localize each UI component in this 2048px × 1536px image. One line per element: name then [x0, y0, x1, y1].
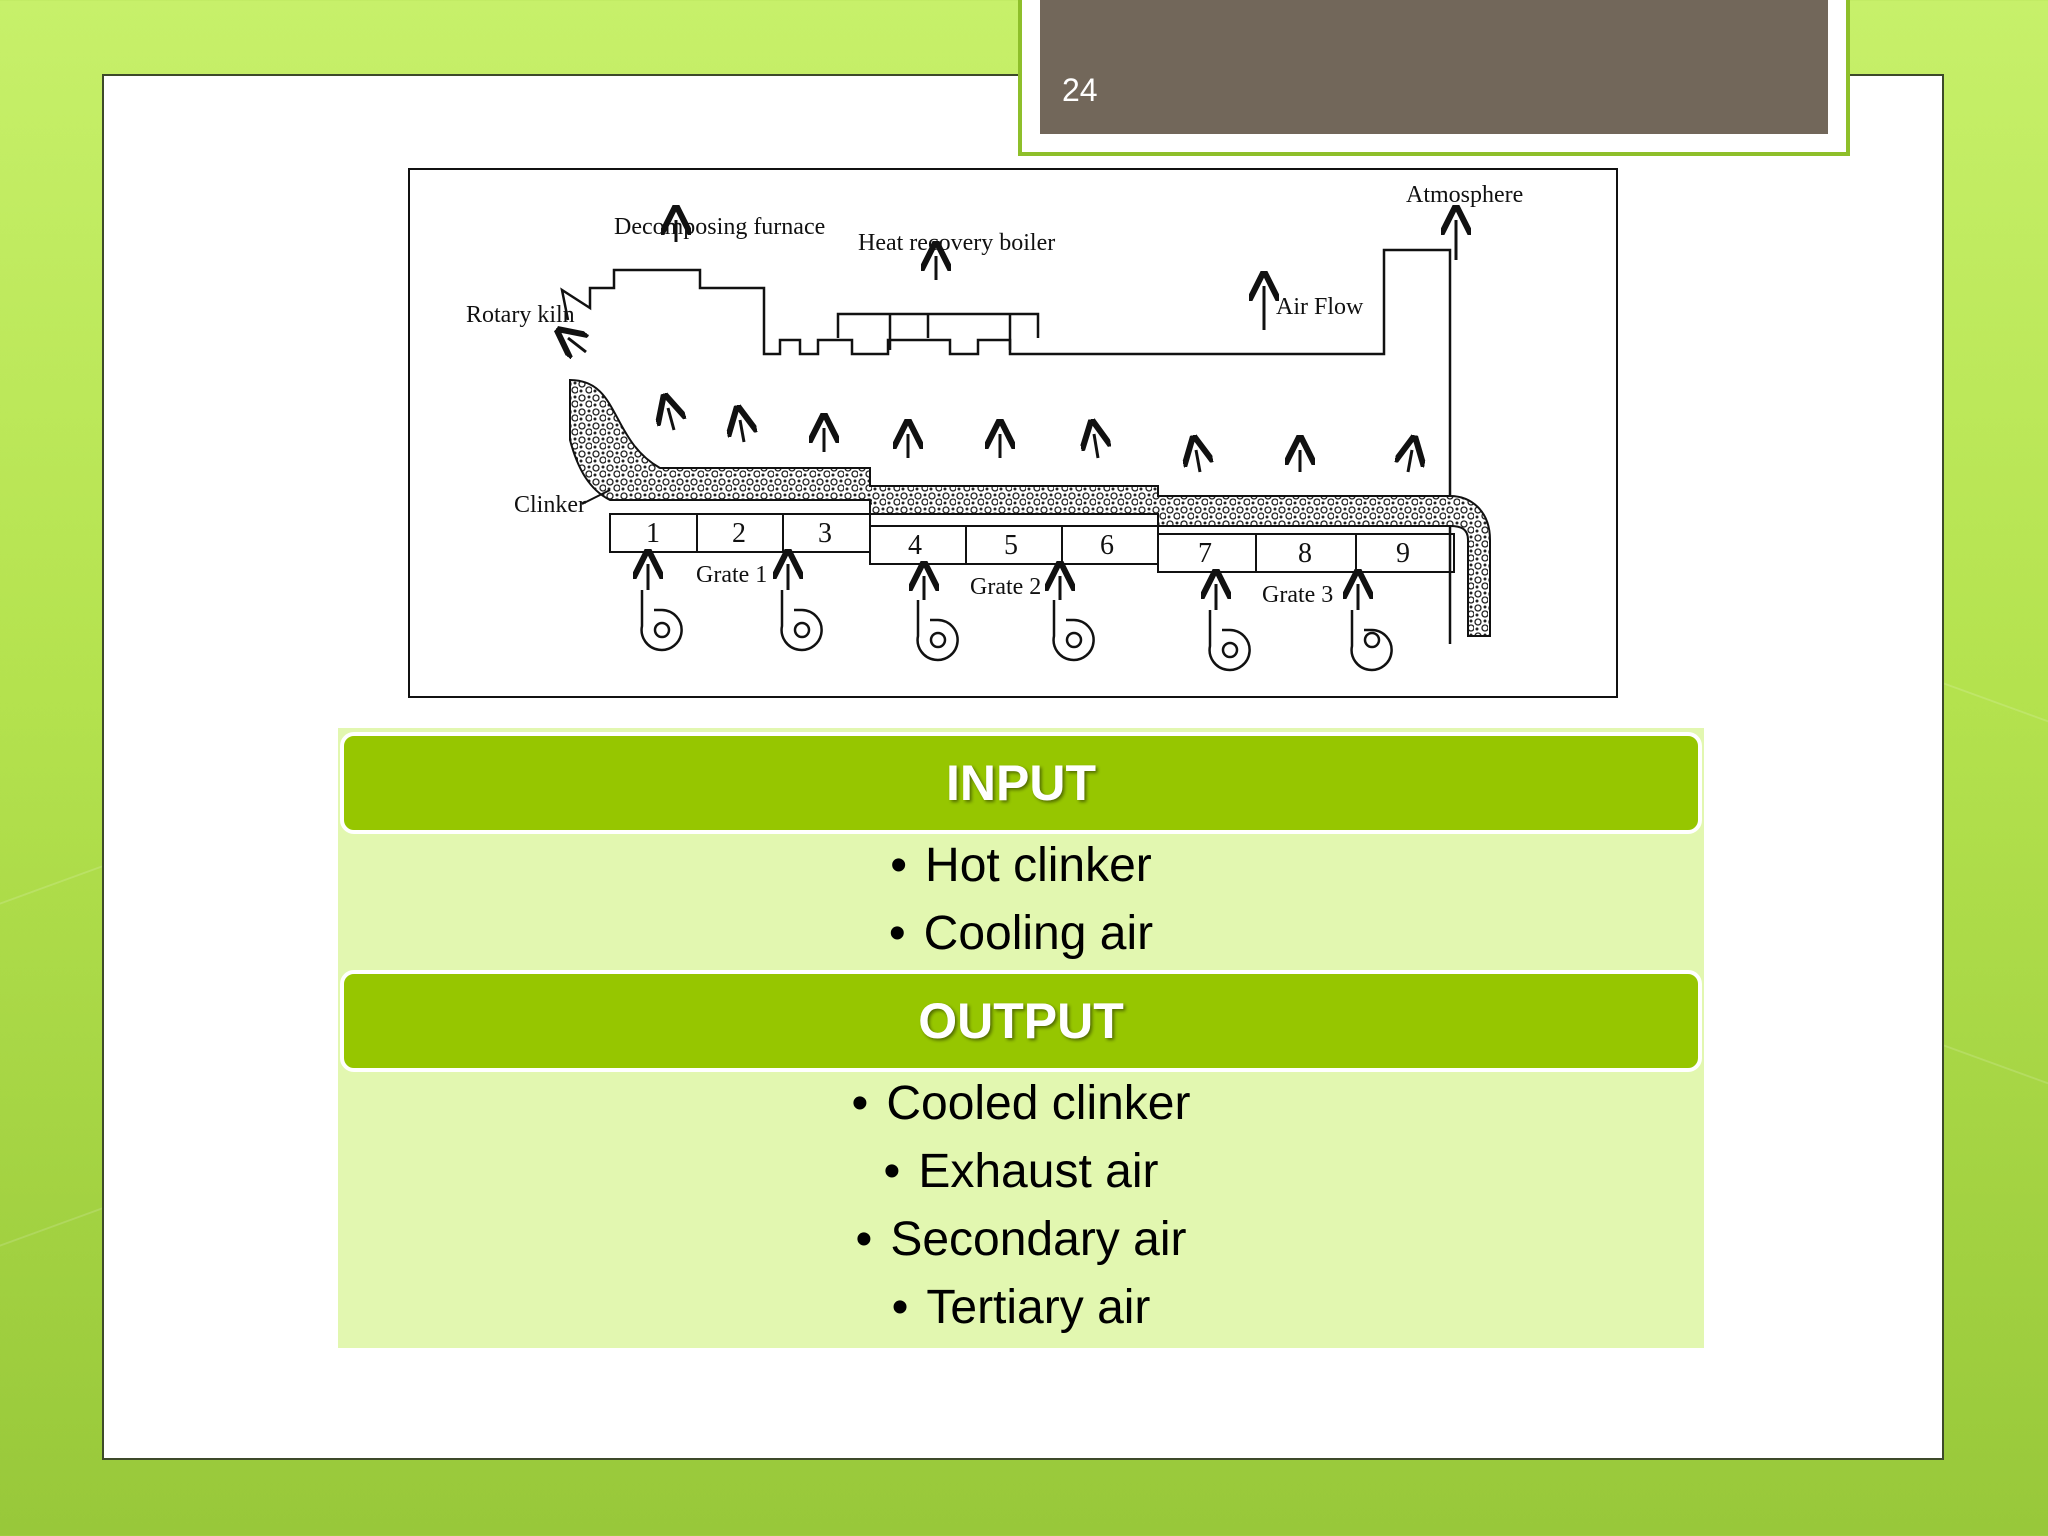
slide-number: 24 — [1062, 72, 1098, 108]
label-air-flow: Air Flow — [1276, 294, 1364, 320]
list-item: •Exhaust air — [883, 1145, 1159, 1198]
chamber-number: 9 — [1396, 538, 1410, 569]
slide-number-box — [1040, 0, 1828, 134]
input-items: •Hot clinker •Cooling air — [338, 832, 1704, 968]
label-rotary-kiln: Rotary kiln — [466, 302, 575, 328]
chamber-number: 6 — [1100, 530, 1114, 561]
fans — [640, 590, 1393, 672]
clinker-bed — [569, 378, 1491, 637]
input-output-table: INPUT •Hot clinker •Cooling air OUTPUT •… — [338, 728, 1704, 1348]
chamber-number: 1 — [646, 518, 660, 549]
chamber-number: 7 — [1198, 538, 1212, 569]
boiler-manifold — [836, 312, 1040, 350]
air-arrows — [568, 220, 1456, 610]
list-item: •Cooling air — [888, 907, 1154, 960]
chamber-number: 4 — [908, 530, 922, 561]
label-grate-3: Grate 3 — [1262, 582, 1333, 608]
grate-chambers — [609, 513, 1455, 573]
label-atmosphere: Atmosphere — [1406, 182, 1523, 208]
chamber-number: 2 — [732, 518, 746, 549]
chamber-number: 5 — [1004, 530, 1018, 561]
chamber-number: 8 — [1298, 538, 1312, 569]
input-header: INPUT — [340, 732, 1702, 834]
diagram-svg: Atmosphere Decomposing furnace Heat reco… — [466, 182, 1523, 672]
list-item: •Hot clinker — [890, 839, 1152, 892]
clinker-leader — [581, 489, 611, 505]
list-item: •Tertiary air — [891, 1281, 1151, 1334]
output-items: •Cooled clinker •Exhaust air •Secondary … — [338, 1070, 1704, 1342]
list-item: •Cooled clinker — [851, 1077, 1191, 1130]
list-item: •Secondary air — [855, 1213, 1187, 1266]
output-header: OUTPUT — [340, 970, 1702, 1072]
label-grate-1: Grate 1 — [696, 562, 767, 588]
chamber-number: 3 — [818, 518, 832, 549]
label-grate-2: Grate 2 — [970, 574, 1041, 600]
clinker-cooler-diagram: Atmosphere Decomposing furnace Heat reco… — [408, 168, 1618, 698]
label-heat-recovery-boiler: Heat recovery boiler — [858, 230, 1055, 256]
label-clinker: Clinker — [514, 492, 586, 518]
label-decomposing-furnace: Decomposing furnace — [614, 214, 825, 240]
